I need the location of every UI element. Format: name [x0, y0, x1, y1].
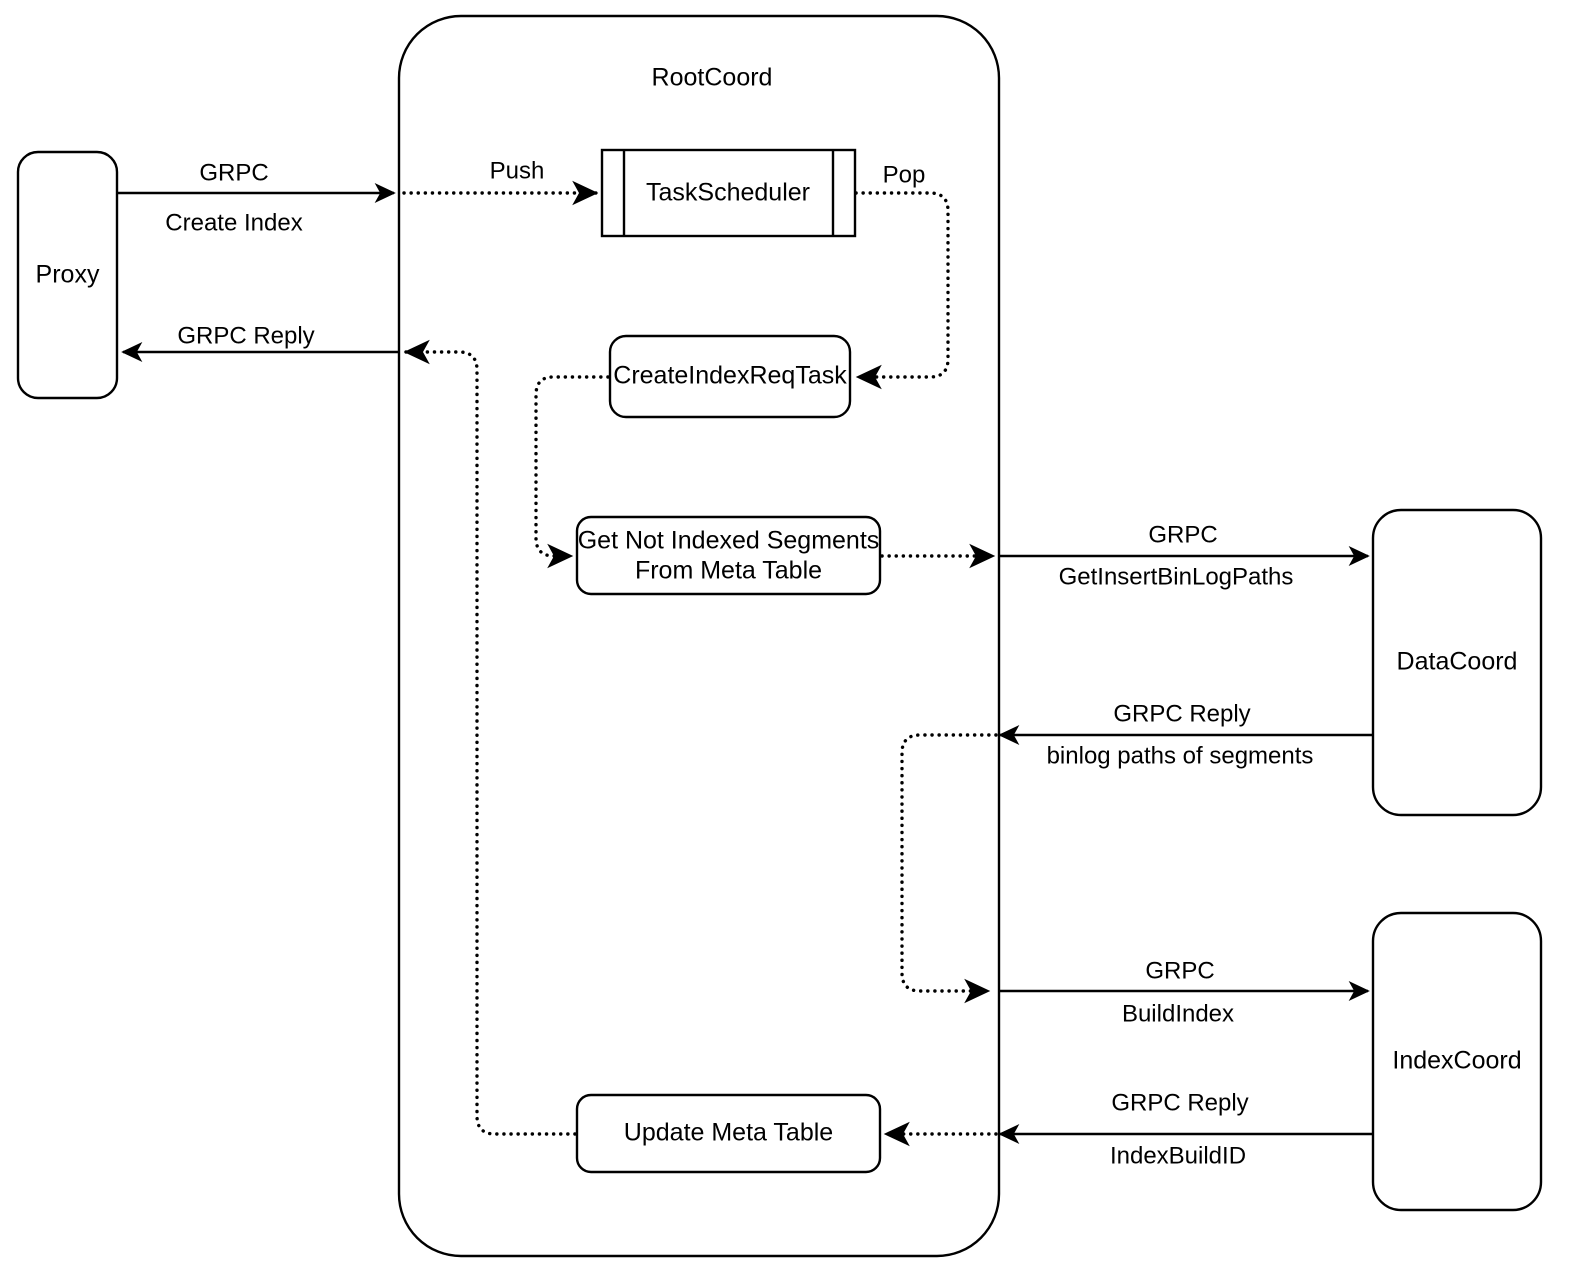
binlog-to-buildindex-line [900, 733, 998, 1004]
get-not-indexed-segments-box[interactable] [575, 515, 882, 596]
edge-segments-to-datacoord: GRPC GetInsertBinLogPaths [999, 521, 1370, 590]
indexcoord-reply-label-line2: IndexBuildID [1110, 1142, 1246, 1169]
edge-proxy-to-rootcoord: GRPC Create Index [117, 159, 396, 236]
create-index-req-task-box[interactable] [608, 334, 852, 419]
rootcoord-to-indexcoord-label-line2: BuildIndex [1122, 1000, 1234, 1027]
get-not-indexed-segments-label-line1: Get Not Indexed Segments [578, 527, 880, 555]
datacoord-label: DataCoord [1397, 648, 1518, 676]
node-update-meta-table[interactable]: Update Meta Table [575, 1093, 882, 1174]
task-scheduler-label: TaskScheduler [646, 179, 810, 207]
datacoord-reply-label-line2: binlog paths of segments [1047, 742, 1314, 769]
create-index-req-task-label: CreateIndexReqTask [613, 362, 847, 390]
update-meta-to-reply-line [403, 339, 577, 1136]
indexcoord-box[interactable] [1371, 911, 1543, 1212]
segments-to-datacoord-label-line1: GRPC [1148, 521, 1217, 548]
node-indexcoord[interactable]: IndexCoord [1371, 911, 1543, 1212]
indexcoord-reply-label-line1: GRPC Reply [1111, 1089, 1248, 1116]
get-not-indexed-segments-label-line2: From Meta Table [635, 557, 822, 585]
proxy-label: Proxy [36, 261, 100, 289]
segments-to-datacoord-label-line2: GetInsertBinLogPaths [1059, 563, 1294, 590]
push-label: Push [490, 157, 545, 184]
edge-push-to-scheduler: Push [402, 157, 599, 206]
pop-line [854, 191, 950, 390]
node-get-not-indexed-segments[interactable]: Get Not Indexed Segments From Meta Table [575, 515, 882, 596]
edge-datacoord-reply: GRPC Reply binlog paths of segments [998, 700, 1373, 769]
node-datacoord[interactable]: DataCoord [1371, 508, 1543, 817]
node-create-index-req-task[interactable]: CreateIndexReqTask [608, 334, 852, 419]
proxy-to-rootcoord-label-line2: Create Index [165, 209, 302, 236]
edge-update-meta-to-reply [403, 339, 577, 1136]
pop-label: Pop [883, 161, 926, 188]
proxy-box[interactable] [16, 150, 119, 400]
edge-binlog-to-buildindex [900, 733, 998, 1004]
container-rootcoord: RootCoord [397, 14, 1001, 1258]
node-task-scheduler[interactable]: TaskScheduler [600, 148, 857, 238]
rootcoord-label: RootCoord [652, 64, 773, 92]
proxy-to-rootcoord-label-line1: GRPC [199, 159, 268, 186]
task-to-segments-line [534, 375, 610, 569]
rootcoord-boundary [397, 14, 1001, 1258]
edge-rootcoord-to-proxy: GRPC Reply [121, 322, 399, 362]
edge-rootcoord-to-indexcoord: GRPC BuildIndex [999, 957, 1370, 1027]
update-meta-table-label: Update Meta Table [624, 1119, 833, 1147]
datacoord-reply-label-line1: GRPC Reply [1113, 700, 1250, 727]
indexcoord-label: IndexCoord [1392, 1047, 1521, 1075]
node-proxy[interactable]: Proxy [16, 150, 119, 400]
edge-pop-to-task: Pop [854, 161, 950, 390]
datacoord-box[interactable] [1371, 508, 1543, 817]
edge-task-to-segments [534, 375, 610, 569]
rootcoord-to-indexcoord-label-line1: GRPC [1145, 957, 1214, 984]
edge-indexcoord-reply: GRPC Reply IndexBuildID [998, 1089, 1373, 1169]
update-meta-table-box[interactable] [575, 1093, 882, 1174]
rootcoord-to-proxy-label: GRPC Reply [177, 322, 314, 349]
